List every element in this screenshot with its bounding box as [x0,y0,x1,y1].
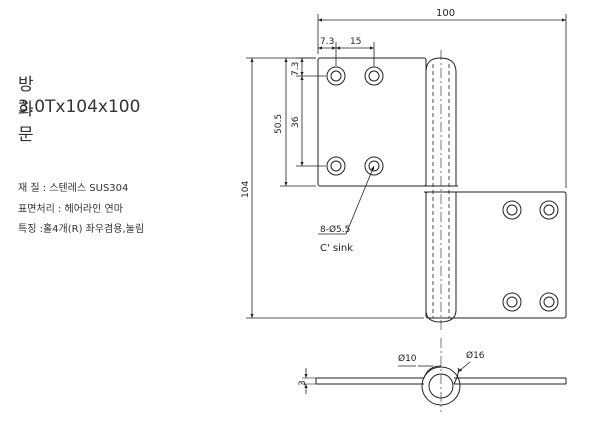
hole-callout [318,165,375,235]
dim-hole-offset-x-label: 7.3 [320,37,334,47]
hinge-knuckle [424,50,458,330]
dim-leaf-height-label: 50.5 [274,114,284,134]
dim-hole-spacing-y-label: 36 [291,116,301,128]
dim-overall-width-label: 100 [436,8,455,19]
spec-material: 재 질 : 스텐레스 SUS304 [18,179,128,194]
dim-hole-offset-y-label: 7.3 [291,62,301,76]
dim-overall-height [246,57,424,319]
hole-callout-label: 8-Ø5.5 [320,224,350,235]
hole-icon [539,292,559,312]
hole-icon [502,200,522,220]
lower-holes [502,200,559,312]
hole-icon [539,200,559,220]
product-name: 방화문 [18,75,34,145]
thickness-label: 3 [298,380,308,386]
product-size: 3.0Tx104x100 [18,97,141,117]
dim-hole-spacing-x-label: 15 [350,37,361,47]
spec-feature-label: 특징 : [18,224,43,235]
hole-icon [502,292,522,312]
spec-feature: 특징 :홀4개(R) 좌우겸용,눌림 [18,220,144,235]
hole-note-label: C' sink [320,243,353,254]
knuckle-diameter-label: Ø16 [466,350,485,361]
dim-overall-height-label: 104 [241,181,251,198]
upper-holes [326,66,384,176]
spec-material-label: 재 질 : [18,183,50,194]
hole-icon [326,66,346,86]
dim-hole-y [280,57,326,187]
pin-diameter-label: Ø10 [398,353,417,364]
spec-finish: 표면처리 : 헤어라인 연마 [18,200,123,215]
hole-icon [364,66,384,86]
upper-leaf [317,57,427,187]
spec-finish-label: 표면처리 : [18,204,65,215]
hole-icon [364,156,384,176]
section-view [302,338,567,412]
spec-material-value: 스텐레스 SUS304 [49,183,129,194]
dim-hole-x [318,42,375,66]
spec-finish-value: 헤어라인 연마 [64,204,123,215]
spec-feature-value: 홀4개(R) 좌우겸용,눌림 [42,224,145,235]
hole-icon [326,156,346,176]
